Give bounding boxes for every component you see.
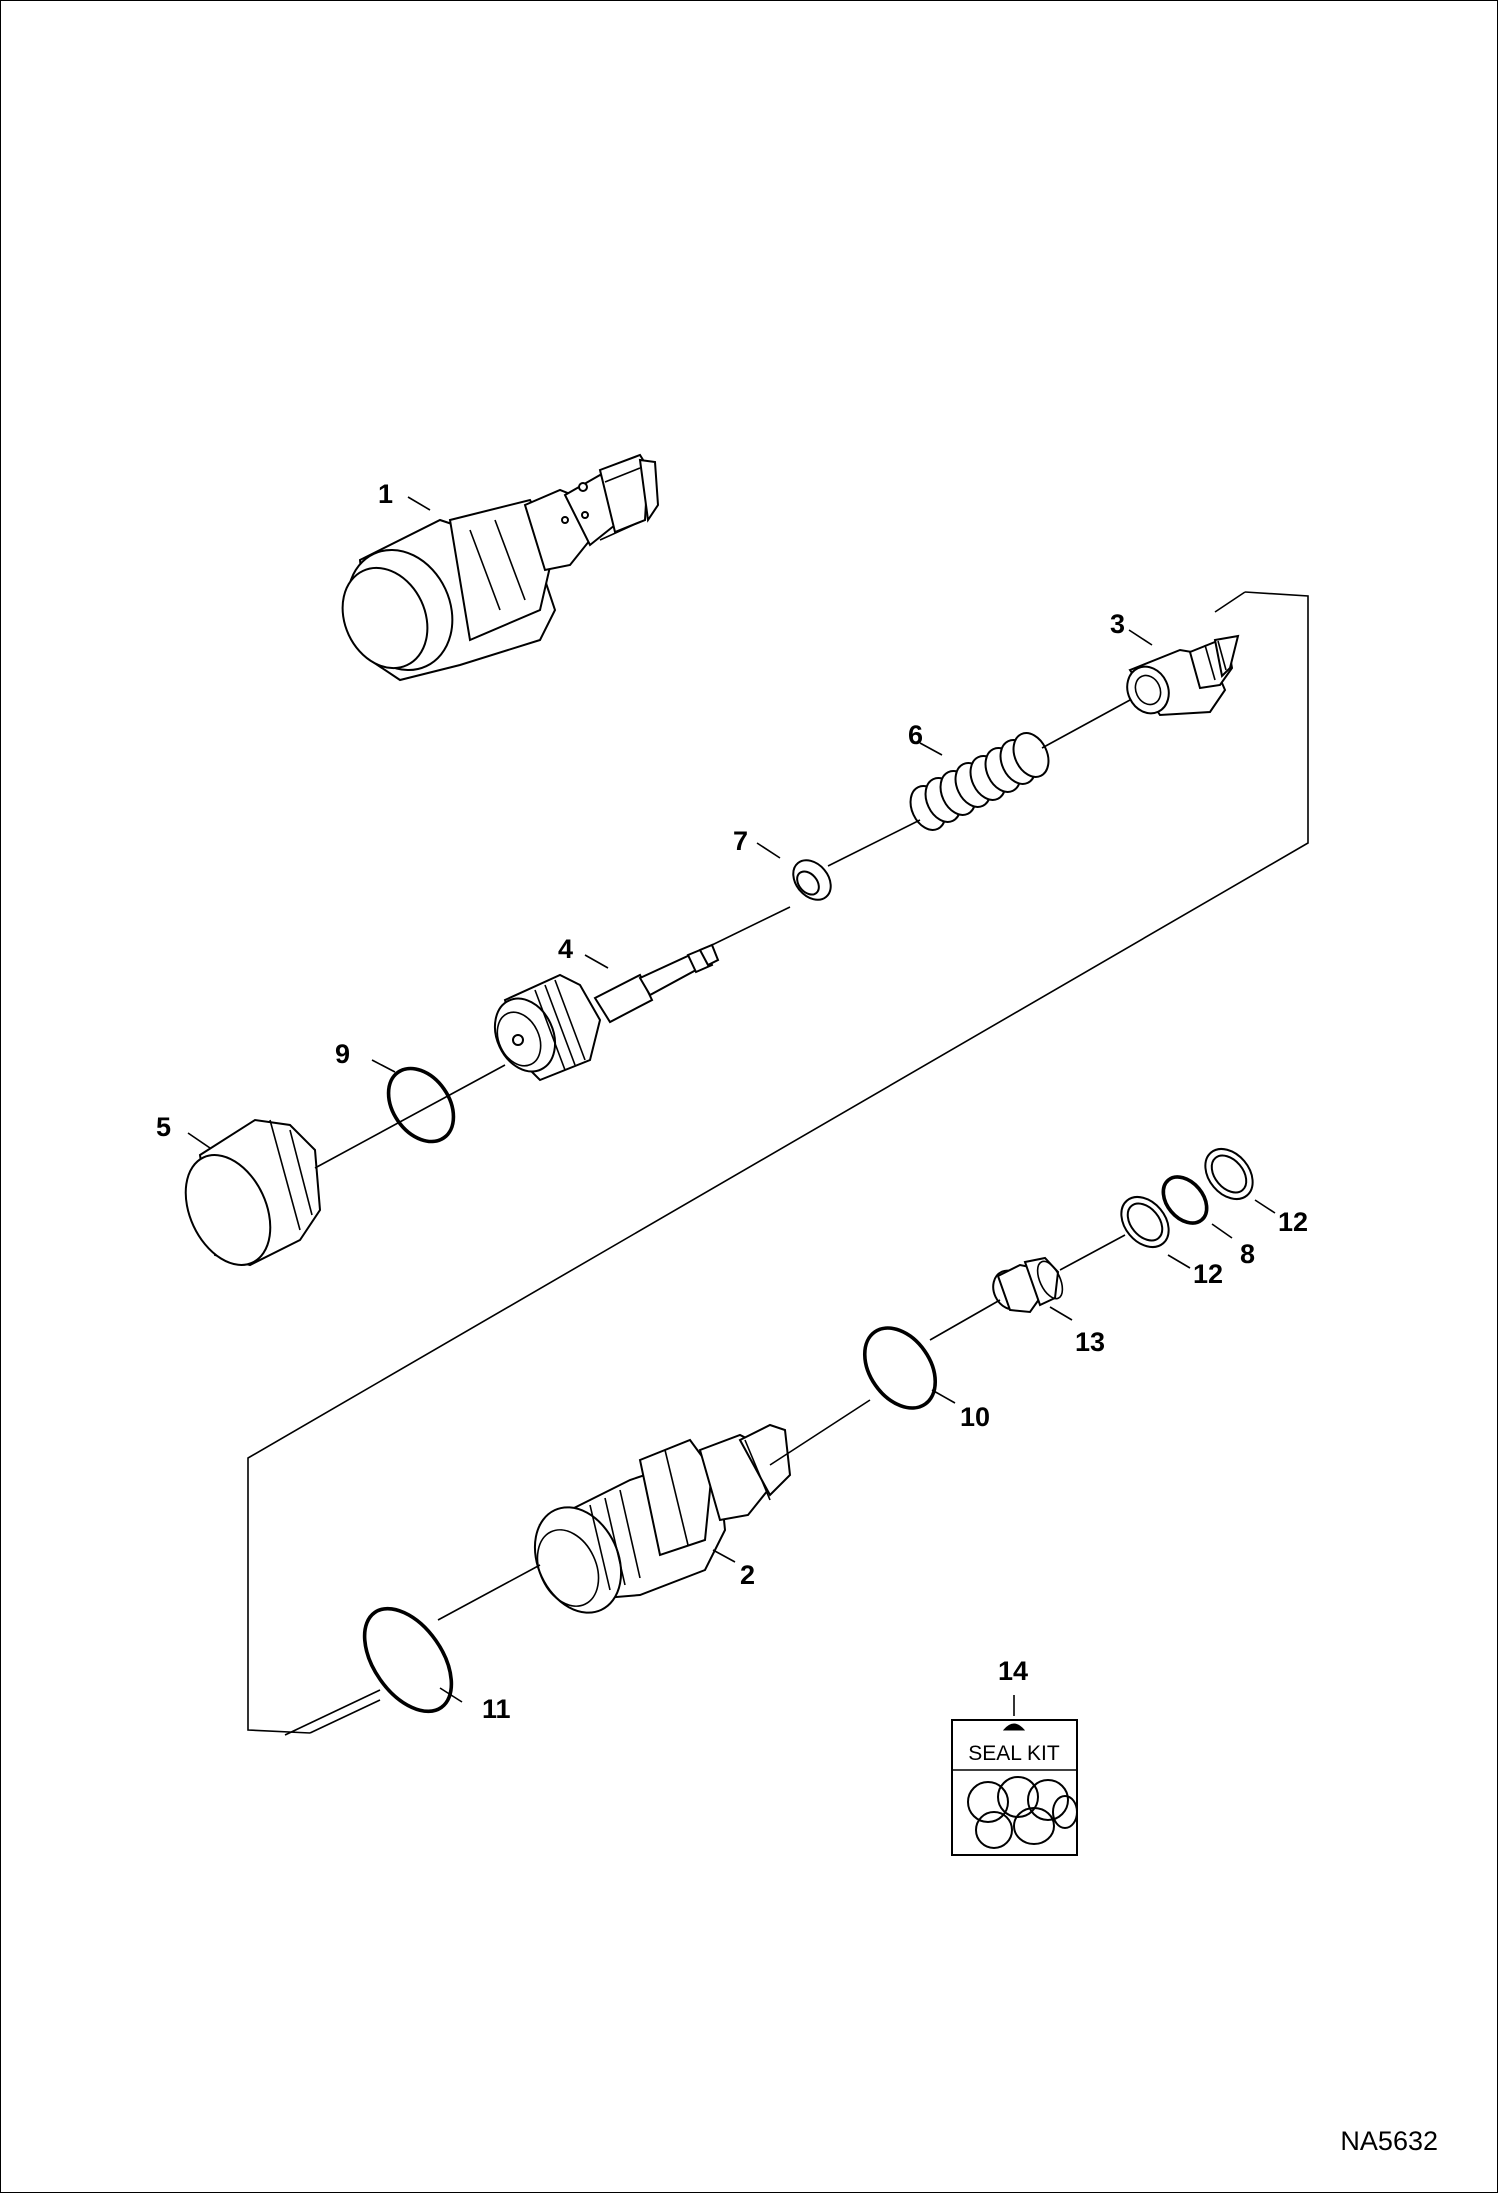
part-1-relief-valve-assembly [341, 453, 660, 682]
callout-1: 1 [378, 479, 393, 509]
part-12-washer-lower [1120, 1195, 1170, 1249]
callout-9: 9 [335, 1039, 350, 1069]
callout-12-upper: 12 [1278, 1207, 1308, 1237]
callout-8: 8 [1240, 1239, 1255, 1269]
seal-kit-label: SEAL KIT [968, 1742, 1060, 1765]
part-12-washer-upper [1204, 1147, 1254, 1201]
part-8-o-ring [1161, 1175, 1209, 1225]
callout-13: 13 [1075, 1327, 1105, 1357]
callout-14: 14 [998, 1656, 1028, 1686]
callout-4: 4 [558, 934, 573, 964]
part-9-o-ring [386, 1066, 456, 1144]
part-6-spring [909, 732, 1050, 831]
assembly-bracket [247, 591, 1309, 1734]
part-10-o-ring [862, 1326, 938, 1410]
callout-2: 2 [740, 1560, 755, 1590]
callout-leaders [187, 496, 1276, 1703]
center-lines [284, 699, 1131, 1736]
callout-5: 5 [156, 1112, 171, 1142]
callout-6: 6 [908, 720, 923, 750]
callout-10: 10 [960, 1402, 990, 1432]
callout-12-lower: 12 [1193, 1259, 1223, 1289]
part-14-seal-kit [951, 1695, 1078, 1856]
callout-7: 7 [733, 826, 748, 856]
callout-11: 11 [482, 1694, 511, 1724]
part-3-poppet [1126, 634, 1240, 717]
callout-3: 3 [1110, 609, 1125, 639]
part-7-washer [792, 859, 832, 901]
part-11-o-ring [362, 1606, 454, 1714]
part-13-plug [992, 1256, 1064, 1314]
part-4-spool [493, 943, 720, 1082]
part-2-valve-body [533, 1423, 792, 1614]
callout-numbers: 1 3 6 7 4 9 5 12 8 12 13 10 2 11 14 [156, 479, 1308, 1724]
part-5-cap [184, 1118, 322, 1267]
figure-id: NA5632 [1340, 2126, 1438, 2156]
